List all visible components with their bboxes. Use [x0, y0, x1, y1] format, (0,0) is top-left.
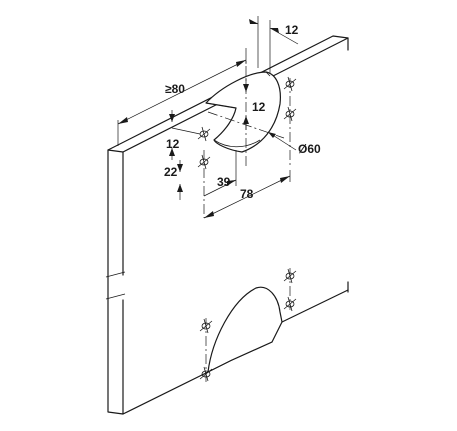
- label-overall-distance: 78: [240, 187, 254, 201]
- screw-hole-marker: [197, 154, 211, 170]
- label-hole-offset: 22: [164, 165, 178, 179]
- dimension-labels: ≥80 12 12 12 22 39 78 Ø60: [164, 23, 321, 201]
- lower-cup-hole: [207, 286, 283, 373]
- panel: [105, 35, 349, 415]
- dimension-lines: [117, 16, 299, 219]
- screw-hole-marker: [283, 268, 297, 284]
- upper-cup-hole: [205, 71, 281, 153]
- label-diameter: Ø60: [298, 142, 321, 156]
- label-center-distance: 39: [217, 175, 231, 189]
- screw-hole-marker: [199, 318, 213, 334]
- label-min-length: ≥80: [165, 82, 185, 96]
- break-mark-left: [105, 271, 126, 300]
- label-left-offset: 12: [166, 137, 180, 151]
- label-offset-top: 12: [285, 23, 299, 37]
- screw-hole-markers: [197, 76, 297, 382]
- screw-hole-marker: [283, 296, 297, 312]
- screw-hole-marker: [283, 106, 297, 122]
- screw-hole-marker: [283, 76, 297, 92]
- label-depth: 12: [252, 100, 266, 114]
- panel-front-edge: [107, 149, 124, 415]
- screw-hole-marker: [199, 366, 213, 382]
